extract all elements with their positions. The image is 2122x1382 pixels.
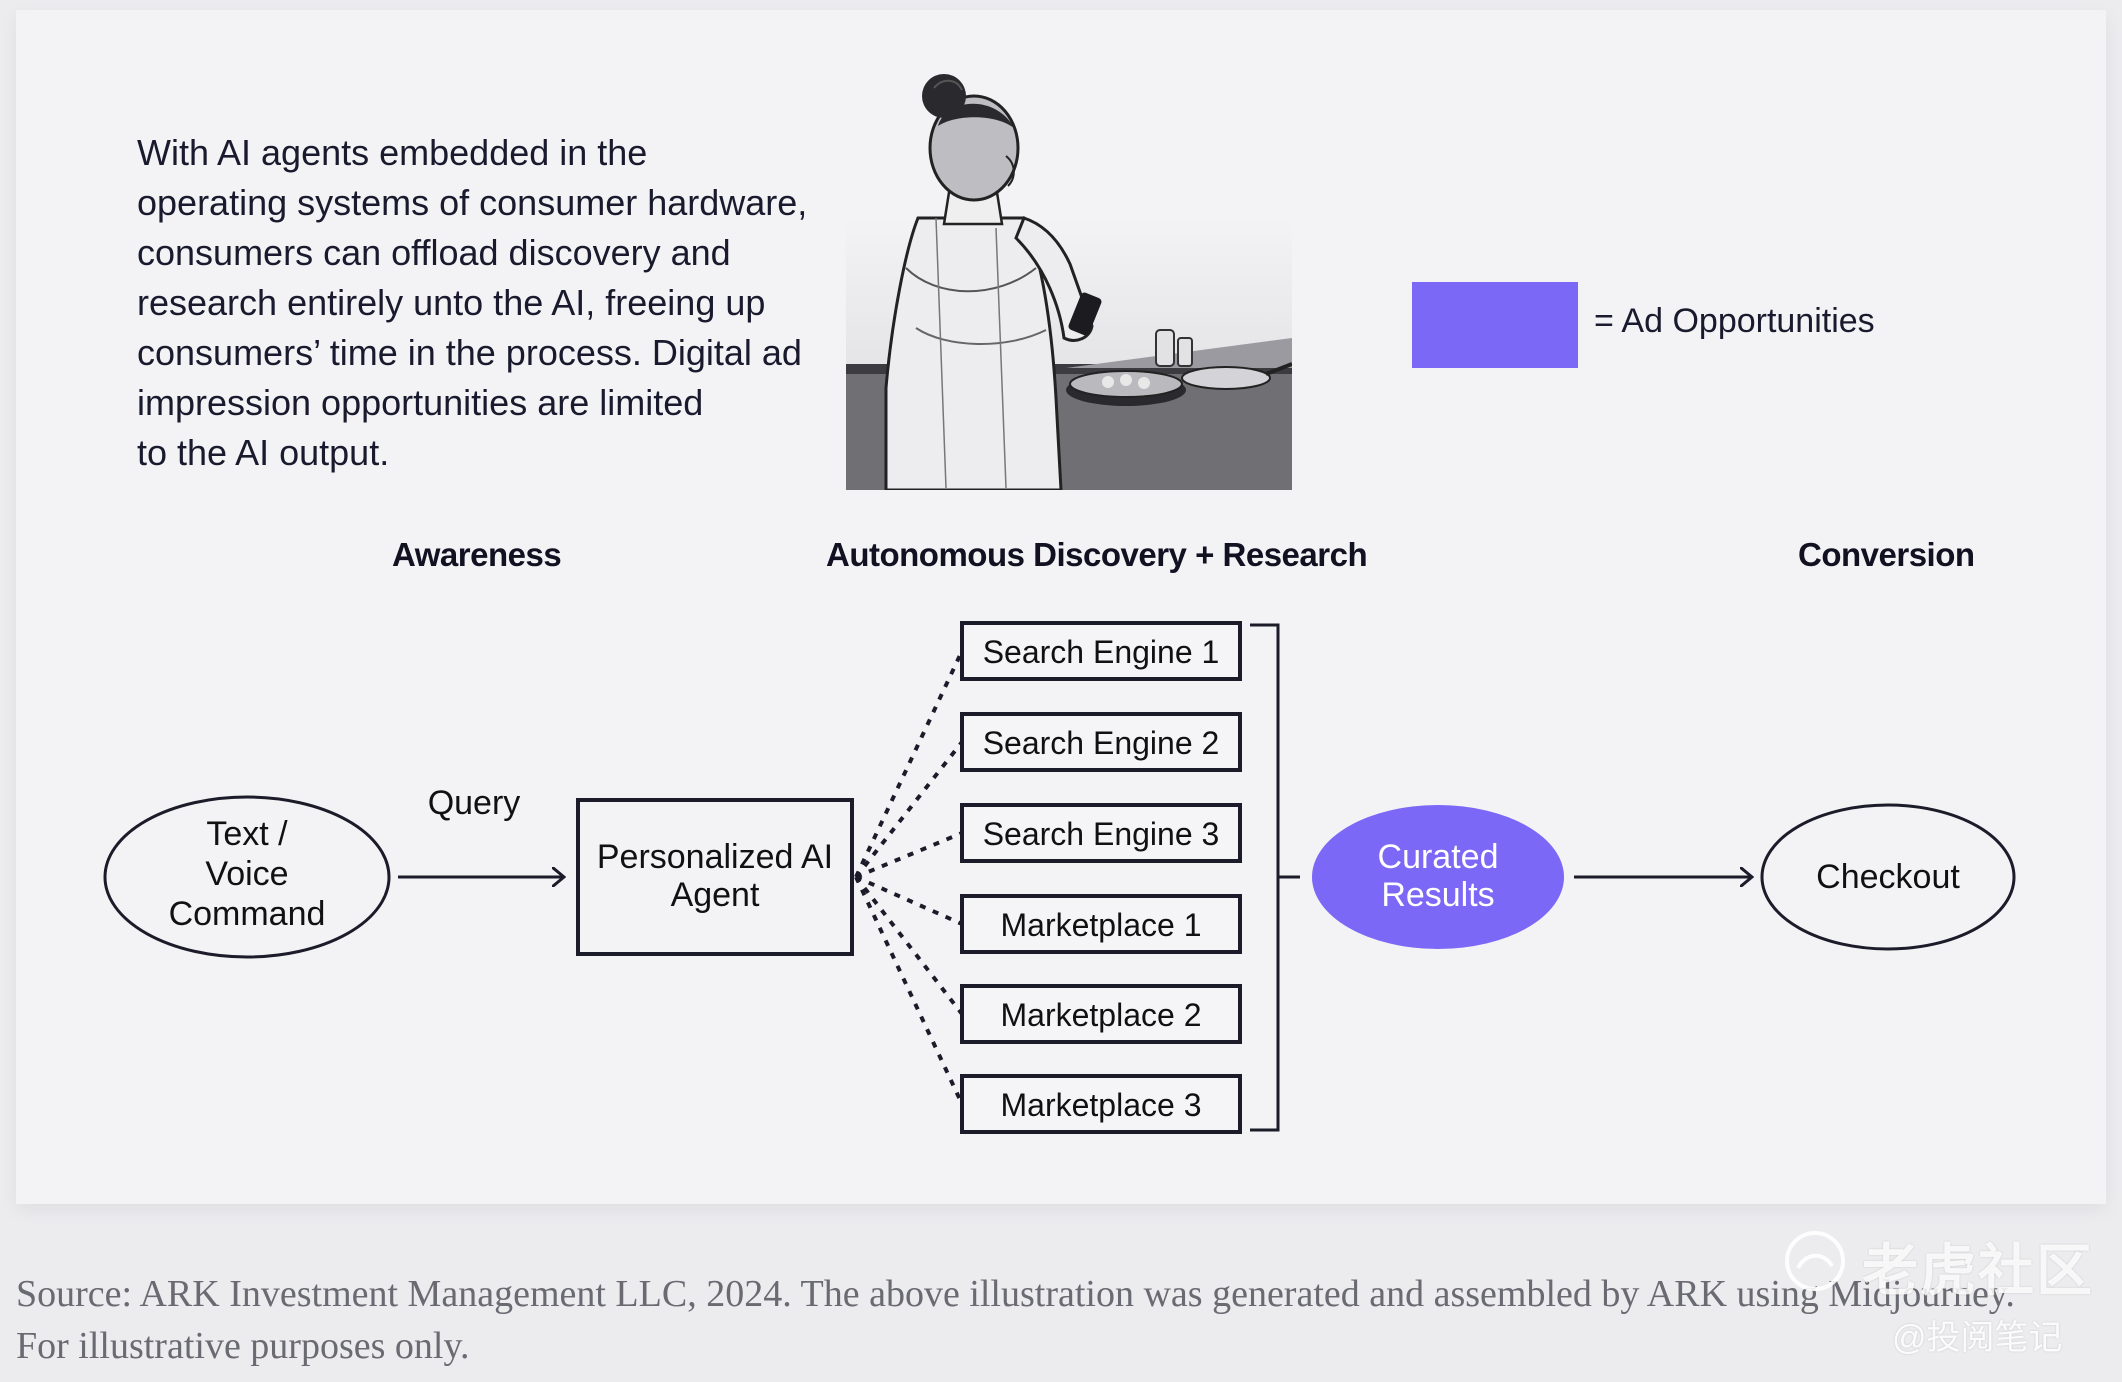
svg-text:Marketplace 3: Marketplace 3 <box>1001 1087 1202 1123</box>
source-box: Marketplace 2 <box>960 984 1242 1044</box>
svg-text:Marketplace 1: Marketplace 1 <box>1001 907 1202 943</box>
intro-paragraph: With AI agents embedded in the operating… <box>137 132 808 473</box>
source-box: Search Engine 3 <box>960 803 1242 863</box>
source-box: Marketplace 3 <box>960 1074 1242 1134</box>
source-box: Search Engine 2 <box>960 712 1242 772</box>
curated-label-2: Results <box>1381 876 1494 914</box>
source-box: Marketplace 1 <box>960 894 1242 954</box>
fan-out-lines <box>854 650 964 1105</box>
agent-label-1: Personalized AI <box>597 838 833 876</box>
source-box: Search Engine 1 <box>960 621 1242 681</box>
svg-text:Search Engine 2: Search Engine 2 <box>983 725 1220 761</box>
svg-text:Marketplace 2: Marketplace 2 <box>1001 997 1202 1033</box>
checkout-node: Checkout <box>1760 803 2016 951</box>
curated-results-node: Curated Results <box>1312 805 1564 949</box>
agent-node: Personalized AI Agent <box>576 798 854 956</box>
curated-label-1: Curated <box>1378 838 1499 876</box>
source-list: Search Engine 1 Search Engine 2 Search E… <box>960 621 1242 1134</box>
stage-discovery: Autonomous Discovery + Research <box>826 536 1368 573</box>
stage-awareness: Awareness <box>392 536 562 573</box>
command-label-1: Text / <box>206 815 288 853</box>
source-note: Source: ARK Investment Management LLC, 2… <box>16 1273 2015 1367</box>
stage-conversion: Conversion <box>1798 536 1975 573</box>
tiger-logo-icon <box>1785 1231 1845 1291</box>
svg-text:Search Engine 1: Search Engine 1 <box>983 634 1220 670</box>
command-label-3: Command <box>169 895 326 933</box>
svg-text:Search Engine 3: Search Engine 3 <box>983 816 1220 852</box>
command-node: Text / Voice Command <box>103 795 391 959</box>
agent-label-2: Agent <box>671 876 760 914</box>
watermark-sub: @投阅笔记 <box>1892 1319 2063 1357</box>
query-label: Query <box>428 784 521 822</box>
watermark-main: 老虎社区 <box>1862 1239 2094 1302</box>
legend-label: = Ad Opportunities <box>1594 302 1875 340</box>
command-label-2: Voice <box>205 855 288 893</box>
sources-bracket <box>1250 623 1280 1132</box>
checkout-label: Checkout <box>1816 858 1960 896</box>
ad-opportunity-swatch <box>1412 282 1578 368</box>
woman-cooking-illustration <box>846 74 1292 490</box>
